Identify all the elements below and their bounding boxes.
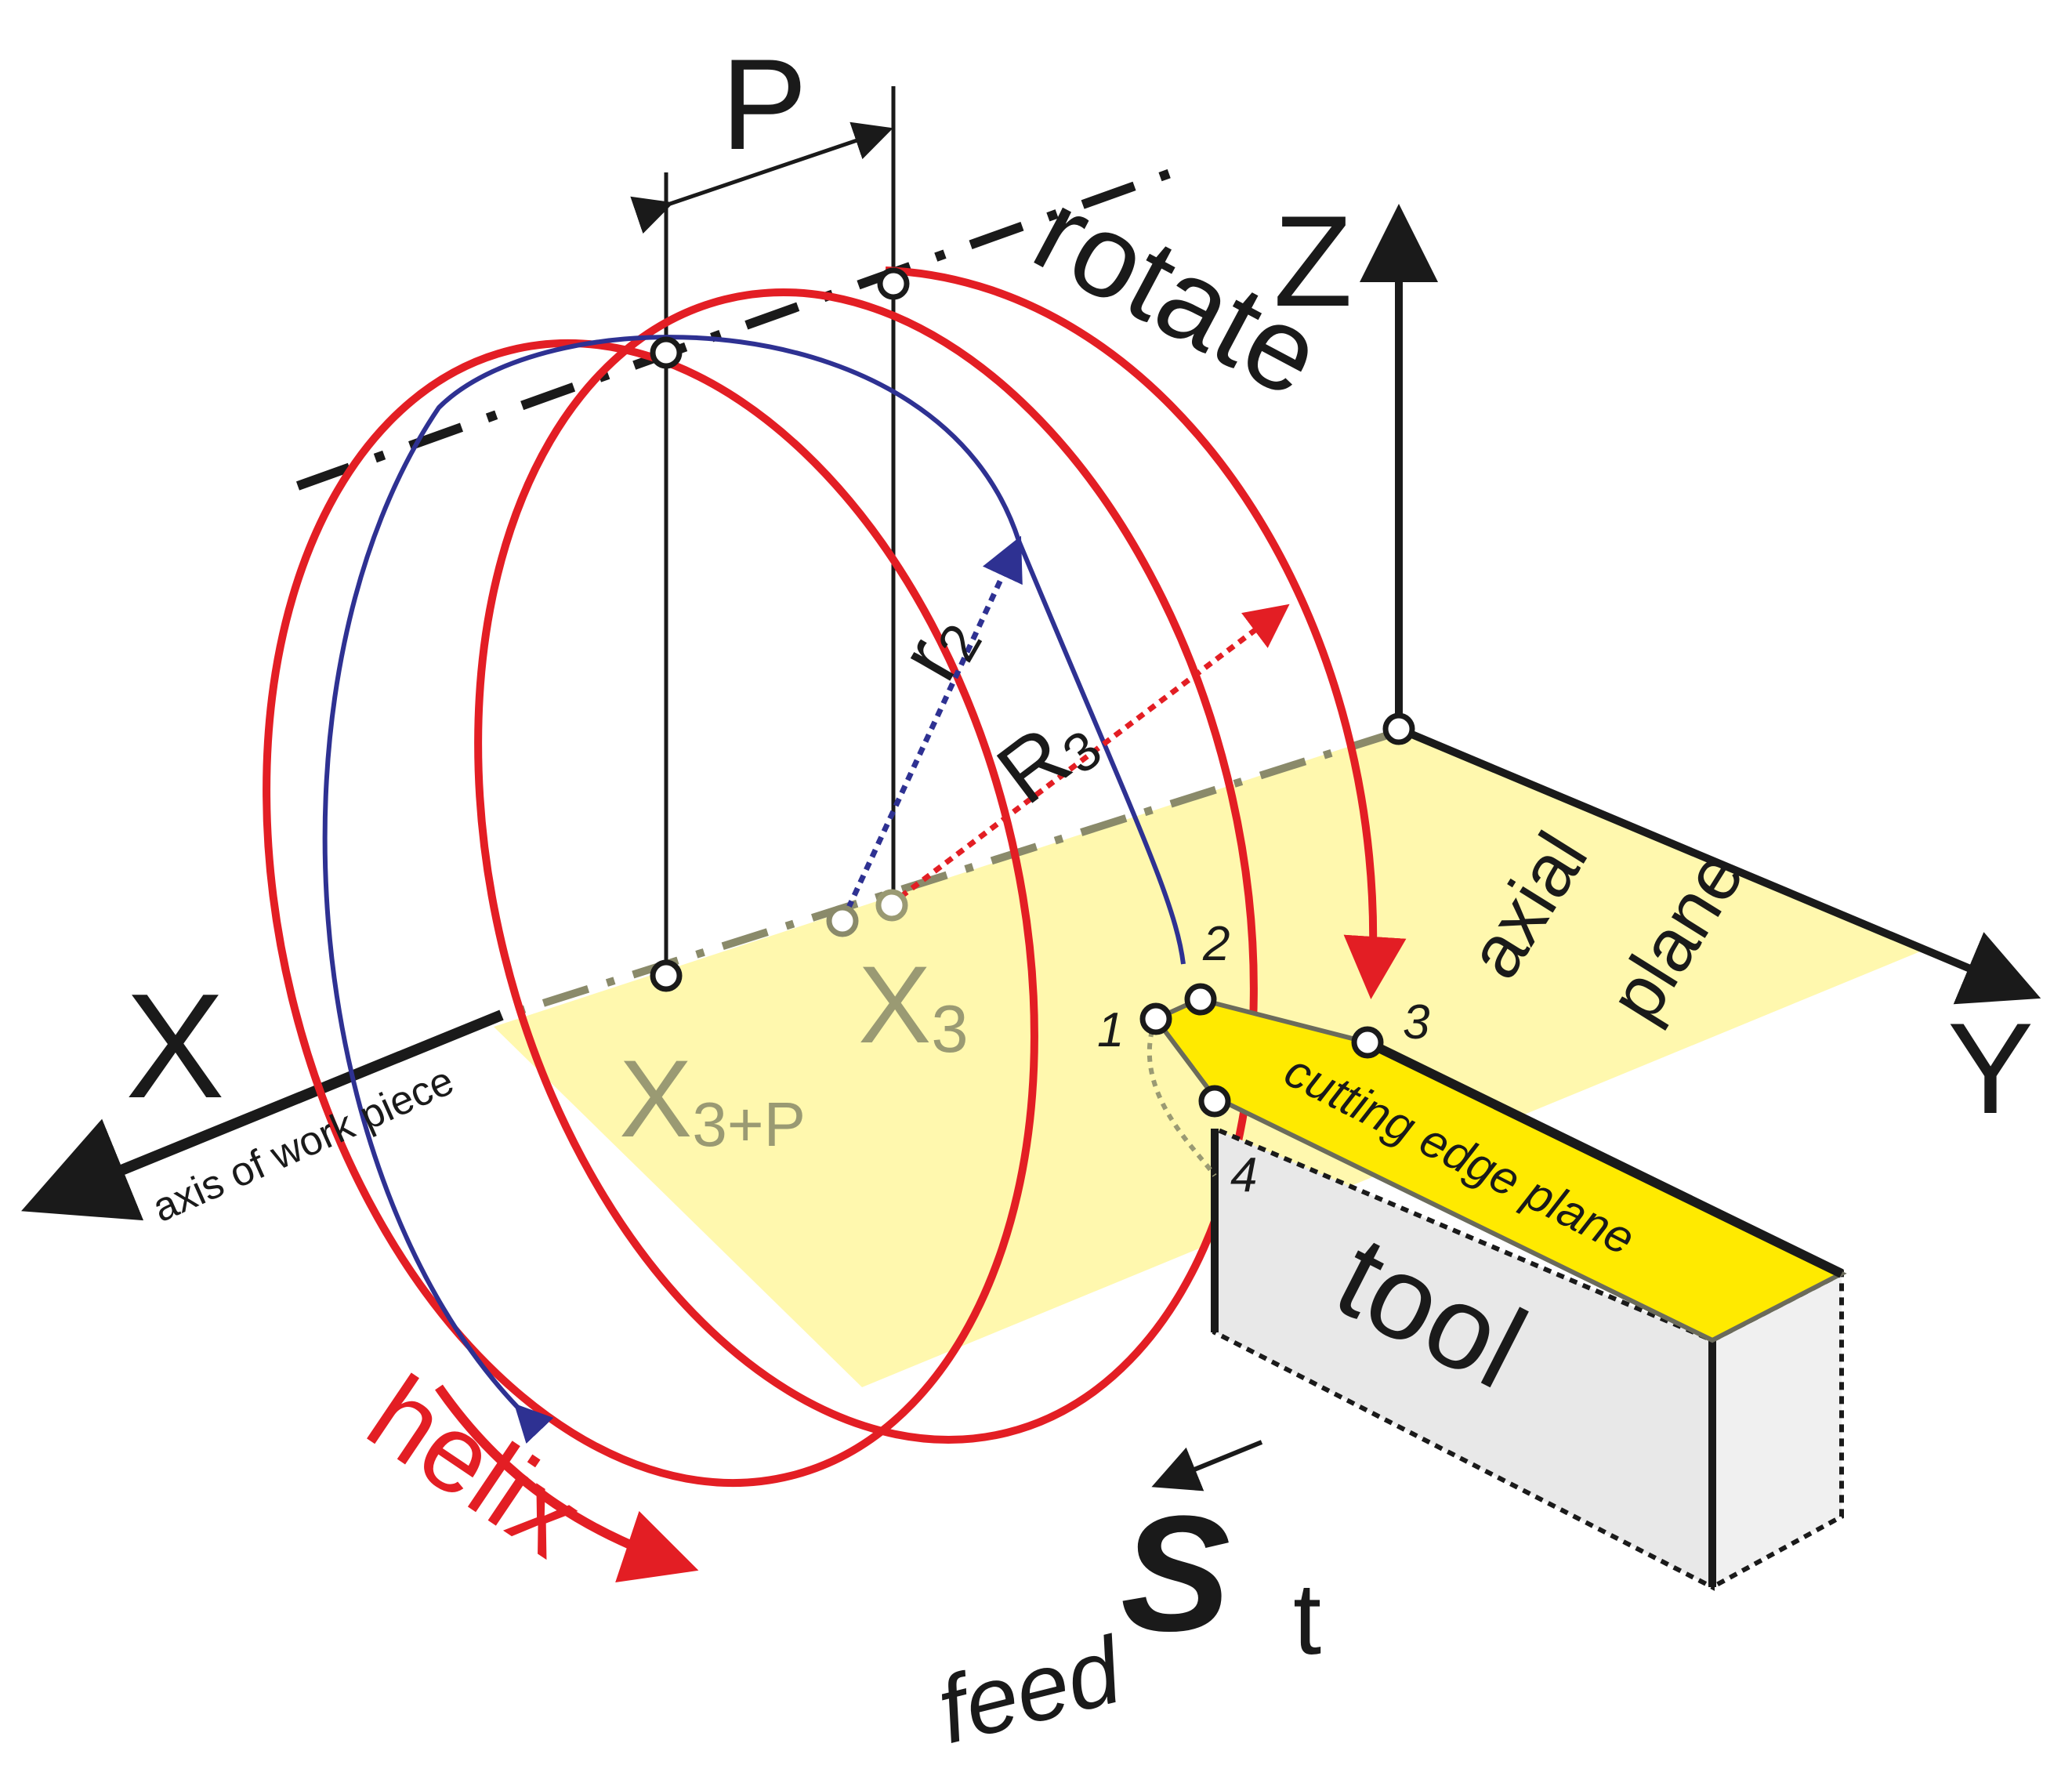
point-1 [1139, 1002, 1172, 1035]
feed-arrow [1151, 1440, 1263, 1491]
point-4 [1198, 1085, 1231, 1118]
workpiece-axis-centerline-upper [295, 164, 1186, 491]
point-1-label: 1 [1097, 1003, 1124, 1057]
x3p-subscript: 3+P [692, 1089, 806, 1159]
point-4-label: 4 [1230, 1148, 1257, 1202]
feed-symbol: S [1121, 1481, 1230, 1665]
blue-contour-path [322, 335, 1186, 1444]
r2-label: r2 [880, 596, 994, 695]
tool-end-face [1710, 1270, 1844, 1592]
point-3-label: 3 [1403, 995, 1429, 1049]
tool-top-edge [1365, 1038, 1844, 1278]
helix-label: helix [347, 1352, 603, 1580]
point-3 [1351, 1026, 1384, 1059]
helix-turn-inner [474, 288, 1258, 1444]
point-x3p [650, 959, 683, 992]
feed-label: feed [928, 1617, 1133, 1763]
helix-turn-outer [263, 339, 1038, 1487]
helix-arrow [435, 1384, 699, 1582]
svg-text:r2: r2 [880, 596, 994, 695]
rotate-arc-arrow [885, 266, 1407, 999]
tool-flank-dotted [1146, 1030, 1217, 1177]
x-axis-arrow [21, 1009, 504, 1221]
x3p-label: X3+P [619, 1037, 806, 1160]
radius-R3-line [887, 603, 1290, 908]
point-x3 [875, 889, 908, 922]
feed-subscript: t [1293, 1561, 1321, 1676]
point-2-label: 2 [1202, 917, 1230, 971]
pitch-dimension-arrow [630, 121, 893, 234]
x3-main: X [858, 943, 931, 1066]
x3-label: X3 [858, 943, 969, 1067]
workpiece-axis-centerline [492, 729, 1396, 1023]
point-z-origin [1382, 712, 1415, 745]
x3-subscript: 3 [931, 992, 968, 1067]
point-top-right [877, 267, 910, 300]
y-axis-arrow [1397, 725, 2041, 1005]
point-2 [1184, 983, 1217, 1016]
z-axis-label: Z [1273, 189, 1353, 333]
x-axis-label: X [125, 963, 225, 1129]
point-top-left [650, 336, 683, 369]
x3p-main: X [619, 1037, 692, 1160]
pitch-label: P [721, 32, 807, 176]
point-x3-blue [826, 904, 859, 937]
y-axis-label: Y [1947, 996, 2034, 1140]
